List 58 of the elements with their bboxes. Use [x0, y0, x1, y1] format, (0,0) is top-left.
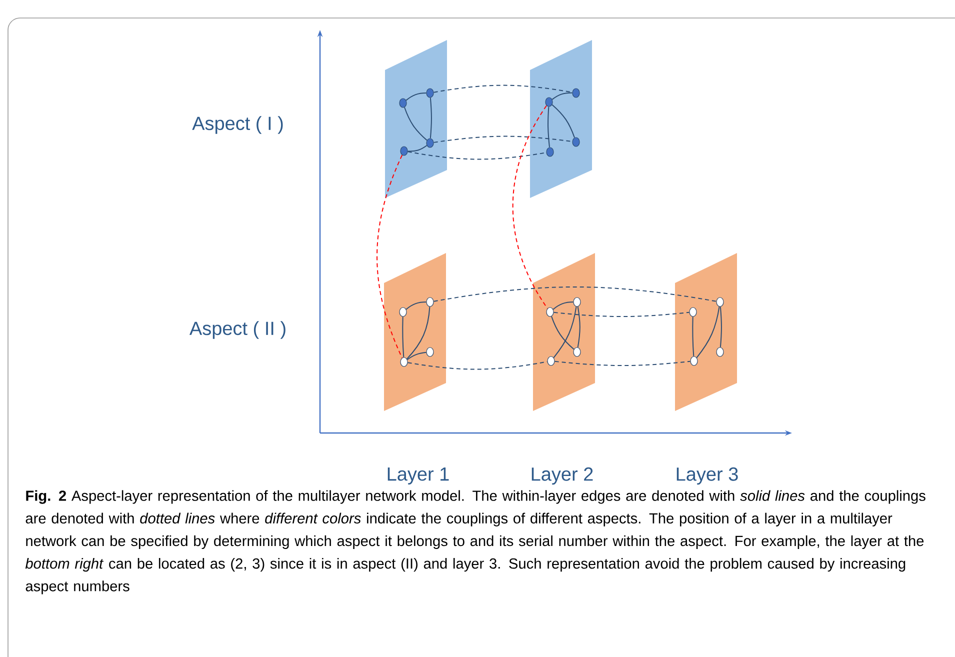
network-vertex	[573, 347, 581, 357]
coupling-line	[554, 360, 691, 366]
network-edge	[404, 106, 428, 141]
network-edge	[406, 92, 427, 101]
layer-plane	[530, 40, 592, 198]
network-vertex	[400, 146, 408, 156]
coupling-line	[407, 151, 547, 160]
network-vertex	[399, 307, 407, 317]
layer-plane	[385, 40, 447, 198]
network-edge	[548, 106, 550, 148]
network-edge	[551, 316, 574, 350]
layer-plane	[675, 253, 737, 411]
network-edge	[406, 306, 430, 360]
network-edge	[696, 306, 720, 358]
figure-caption: Fig. 2 Aspect-layer representation of the multilayer network model. The within-layer edges are denoted with solid lines and the couplings are denoted with dotted lines where different colors indicate the couplings of different aspects. The position of a layer in a multilayer network can be specified by determining which aspect it belongs to and its serial number within the aspect. For example, the layer at the bottom right can be located as (2, 3) since it is in aspect (II) and layer 3. Such representation avoid the problem caused by increasing aspect numbers	[25, 490, 926, 594]
network-edge	[552, 302, 574, 310]
coupling-line	[433, 84, 573, 93]
network-vertex	[573, 297, 581, 307]
network-edge	[406, 302, 427, 310]
network-vertex	[572, 137, 580, 147]
network-vertex	[716, 347, 724, 357]
network-vertex	[690, 356, 698, 366]
layer-label: Layer 2	[532, 467, 593, 485]
network-edge	[720, 306, 722, 348]
network-vertex	[689, 307, 697, 317]
network-edge	[430, 97, 432, 139]
coupling-line	[512, 105, 548, 309]
network-vertex	[426, 138, 434, 148]
coupling-line	[407, 361, 548, 370]
coupling-line	[433, 286, 717, 302]
coupling-line	[553, 312, 690, 318]
layer-label: Layer 1	[388, 468, 449, 484]
network-edge	[407, 144, 428, 152]
network-vertex	[426, 347, 434, 357]
network-vertex	[546, 147, 554, 157]
network-edge	[552, 104, 575, 138]
network-edge	[406, 352, 427, 360]
network-edge	[577, 306, 580, 348]
layer-label: Layer 3	[676, 467, 738, 485]
network-vertex	[426, 88, 434, 98]
network-edge	[402, 316, 404, 358]
layer-plane	[533, 253, 595, 411]
network-vertex	[400, 357, 408, 367]
network-vertex	[716, 297, 724, 307]
aspect-label: Aspect ( II )	[189, 321, 286, 339]
coupling-line	[433, 136, 573, 143]
network-vertex	[547, 356, 555, 366]
network-vertex	[546, 307, 554, 317]
network-vertex	[426, 297, 434, 307]
coupling-line	[376, 154, 403, 358]
network-vertex	[545, 97, 553, 107]
network-vertex	[399, 98, 407, 108]
network-edge	[552, 92, 573, 100]
network-edge	[692, 316, 694, 357]
network-vertex	[572, 88, 580, 98]
aspect-label: Aspect ( I )	[192, 116, 283, 134]
layer-plane	[384, 253, 446, 411]
network-edge	[553, 306, 577, 358]
